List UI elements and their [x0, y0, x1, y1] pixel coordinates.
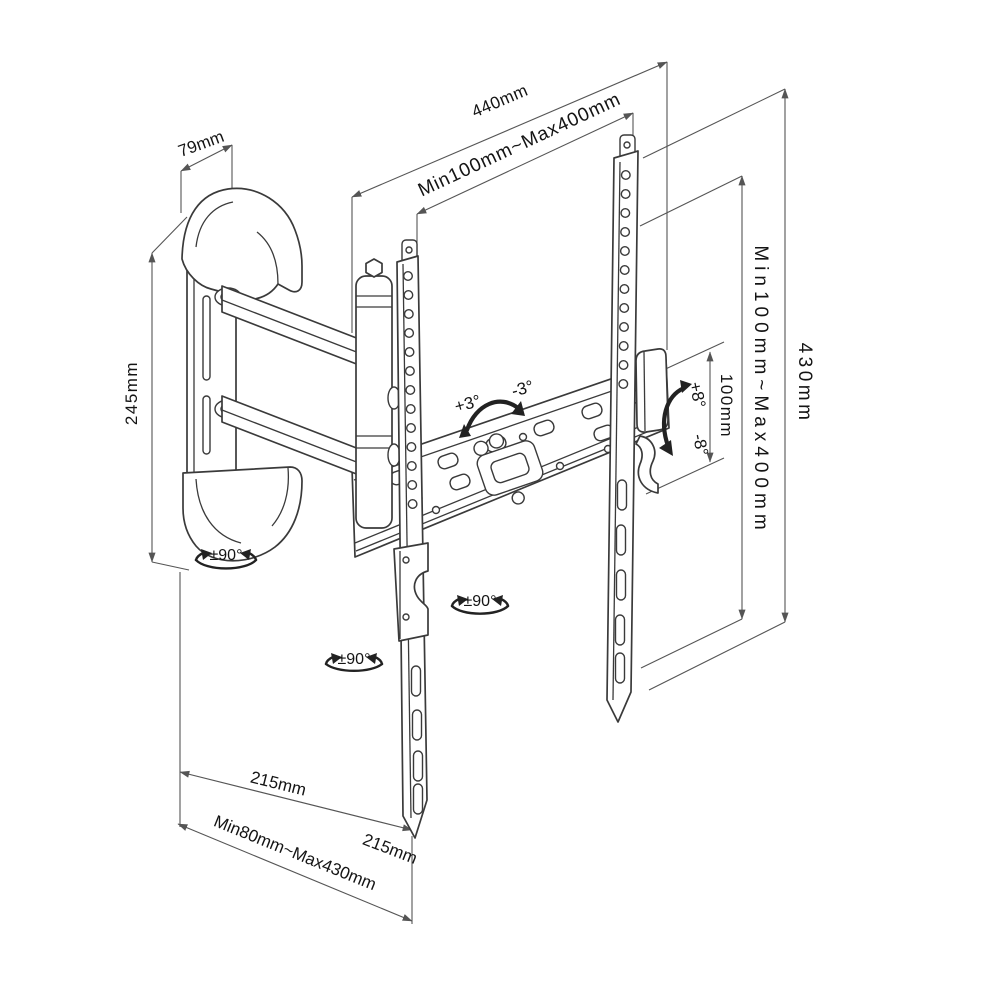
dimension-79mm	[180, 144, 233, 213]
vesa-slot	[615, 569, 627, 601]
dimension-430mm	[642, 88, 789, 691]
swivel-arrow-mid-icon: ±90°	[450, 593, 510, 615]
rail-mount-hole	[437, 452, 459, 470]
vesa-hole	[404, 328, 415, 339]
angle-label-swivel-mid: ±90°	[464, 593, 497, 610]
vesa-hole	[403, 309, 414, 320]
dim-label-rail-width: 440mm	[469, 81, 531, 122]
vesa-hole	[405, 404, 416, 415]
dimension-reach	[177, 572, 413, 924]
vesa-hole	[618, 360, 629, 371]
vesa-hole	[620, 207, 631, 218]
articulating-arm	[221, 258, 401, 529]
vesa-hole	[404, 347, 415, 358]
vesa-hole	[618, 341, 629, 352]
vesa-hole	[620, 188, 631, 199]
dim-label-hole-pitch: 100mm	[717, 374, 736, 438]
vesa-hole	[620, 169, 631, 180]
vesa-holes-right	[618, 169, 631, 390]
rail-mount-hole	[533, 419, 555, 437]
vesa-hole	[406, 461, 417, 472]
vesa-hole	[405, 385, 416, 396]
pivot-bolt	[365, 258, 383, 278]
arm-post	[355, 275, 393, 529]
rail-small-hole	[555, 461, 565, 471]
dim-label-vesa-width: Min100mm~Max400mm	[415, 89, 624, 202]
vesa-hole	[619, 245, 630, 256]
dim-label-extension-range: Min80mm~Max430mm	[211, 812, 379, 895]
rail-end-cap	[635, 348, 669, 494]
vesa-hole	[407, 480, 418, 491]
lower-arm	[221, 395, 373, 481]
vesa-slots-right	[614, 479, 628, 684]
dimension-vesa-height	[639, 175, 746, 669]
vesa-hole	[404, 366, 415, 377]
vesa-hole	[406, 423, 417, 434]
angle-label-tilt-up: +8°	[685, 380, 709, 410]
dim-label-bracket-height: 430mm	[794, 343, 815, 424]
wall-plate	[181, 187, 303, 562]
rail-lock-mechanism	[473, 433, 544, 505]
vesa-hole	[403, 271, 414, 282]
swivel-arrow-wall-icon: ±90°	[194, 547, 258, 570]
vesa-hole	[407, 499, 418, 510]
angle-label-swivel-wall: ±90°	[210, 547, 243, 564]
rail-mount-hole	[581, 402, 603, 420]
vesa-hole	[620, 226, 631, 237]
vesa-slot	[410, 665, 422, 697]
vesa-bracket-left	[393, 239, 429, 839]
rail-hook-right	[635, 435, 659, 494]
vesa-slot	[411, 709, 423, 741]
plate-slot	[202, 395, 211, 455]
angle-label-swivel-front: ±90°	[338, 651, 371, 668]
vesa-hole	[619, 303, 630, 314]
vesa-slot	[616, 479, 628, 511]
vesa-hole	[618, 379, 629, 390]
vesa-hole	[619, 265, 630, 276]
vesa-holes-left	[403, 271, 418, 510]
vesa-slot	[614, 652, 626, 684]
vesa-hole	[403, 290, 414, 301]
vesa-bracket-right	[606, 134, 639, 723]
rail-small-hole	[518, 432, 528, 442]
wall-plate-bottom-cap	[182, 466, 303, 562]
dim-label-reach: 215mm	[249, 768, 309, 800]
dimension-lines	[148, 61, 789, 924]
dim-label-plate-height: 245mm	[122, 361, 141, 425]
upper-arm	[221, 285, 373, 371]
swivel-arrow-front-icon: ±90°	[324, 651, 384, 673]
vesa-hole	[619, 284, 630, 295]
level-adjust-arrow-icon: +3° -3°	[452, 377, 536, 438]
vesa-slot	[615, 524, 627, 556]
vesa-slot	[412, 783, 424, 815]
vesa-slot	[412, 750, 424, 782]
rail-small-hole	[431, 505, 441, 515]
angle-label-tilt-down: -8°	[689, 432, 712, 457]
vesa-slots-left	[410, 665, 424, 815]
angle-label-level-ccw: -3°	[510, 377, 536, 401]
vesa-hole	[619, 322, 630, 333]
dim-label-reach-2: 215mm	[360, 830, 420, 868]
dim-label-vesa-height: Min100mm~Max400mm	[750, 245, 771, 534]
dimension-245mm	[148, 216, 190, 571]
vesa-hole	[406, 442, 417, 453]
dim-label-depth: 79mm	[176, 127, 227, 161]
plate-slot	[202, 295, 211, 381]
rail-mount-hole	[449, 473, 471, 491]
vesa-slot	[614, 614, 626, 646]
wall-plate-top-cap	[181, 187, 303, 301]
